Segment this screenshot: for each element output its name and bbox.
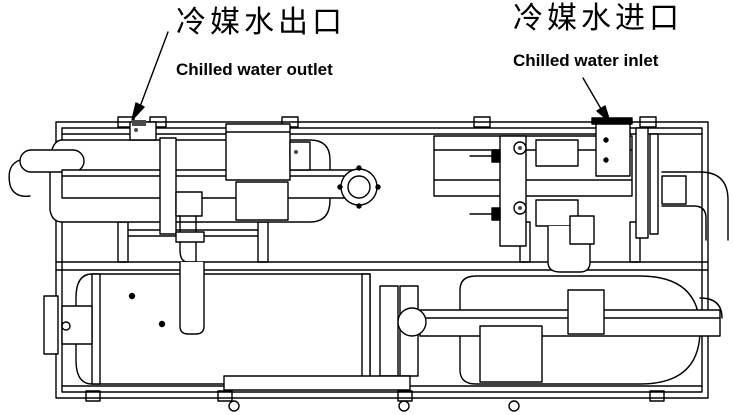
- inlet-label-en: Chilled water inlet: [513, 51, 659, 70]
- inlet-label-cn: 冷媒水进口: [513, 1, 683, 36]
- evaporator-shell: [8, 121, 381, 263]
- upper-right-piping: [433, 117, 729, 273]
- shading-accents: [132, 120, 522, 210]
- outlet-label-en: Chilled water outlet: [176, 60, 333, 79]
- inlet-leader: [582, 77, 611, 123]
- outlet-label-cn: 冷媒水出口: [176, 5, 346, 40]
- compressor-assembly: [397, 275, 723, 385]
- base-frame: [55, 116, 709, 402]
- outlet-leader: [131, 31, 169, 121]
